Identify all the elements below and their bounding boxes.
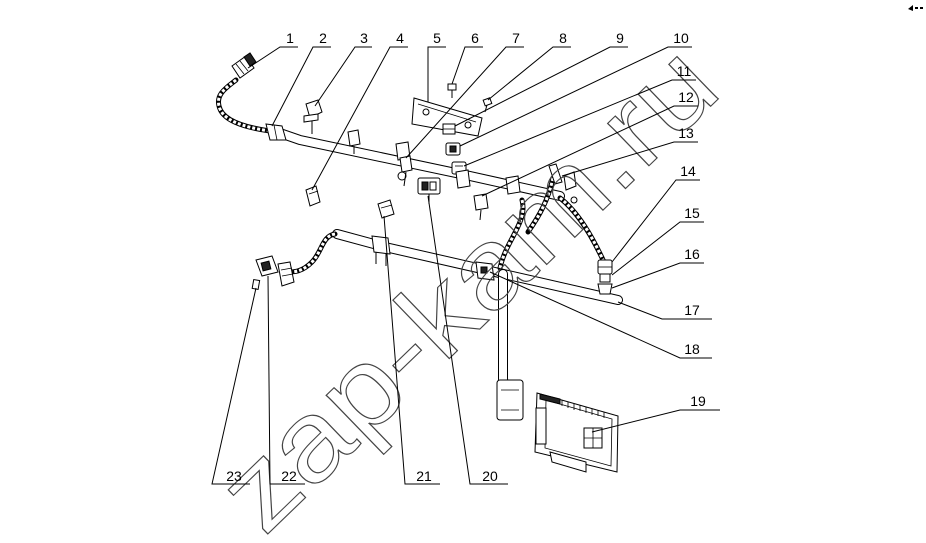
leader-line-10 [459,46,692,147]
part-22-connector [255,255,295,287]
callout-label-9: 9 [616,30,624,46]
callout-label-15: 15 [684,205,700,221]
part-4-connector [305,185,321,207]
callout-label-11: 11 [677,63,692,79]
sensor-cable-right [557,195,607,265]
leader-line-2 [271,46,331,127]
leader-line-16 [611,262,704,289]
part-1-connector [231,52,257,79]
harness-end-connector [496,379,524,421]
branch-cable-center [497,175,556,271]
leader-line-1 [247,46,298,69]
callout-label-16: 16 [684,246,700,262]
leader-line-14 [611,179,700,263]
callout-label-6: 6 [471,30,479,46]
part-13-sensor [548,163,578,204]
leader-line-17 [617,301,712,320]
part-18-bracket [475,261,495,281]
callout-label-18: 18 [684,341,700,357]
part-14-15-16-connector [597,259,613,295]
part-21-sensor [377,199,395,219]
leader-line-20 [427,195,508,485]
leader-line-4 [311,46,408,191]
leader-line-11 [463,79,696,167]
callout-label-12: 12 [678,89,694,105]
leader-line-5 [427,46,446,102]
leader-line-3 [314,46,372,107]
part-12-clip [473,193,489,221]
callout-label-19: 19 [690,393,706,409]
callout-label-7: 7 [512,30,520,46]
part-6-screw [447,83,457,98]
part-7-clip [399,155,413,187]
part-23-pin [251,278,261,291]
callout-label-20: 20 [482,468,498,484]
callout-labels: 1 2 3 4 5 6 7 8 9 10 11 12 13 14 15 16 1… [226,30,706,484]
callout-label-8: 8 [559,30,567,46]
callout-label-10: 10 [673,30,689,46]
callout-label-21: 21 [416,468,432,484]
callout-label-2: 2 [319,30,327,46]
part-2-grommet [265,123,287,141]
leader-line-9 [454,46,628,127]
part-9-connector [442,123,456,135]
leader-line-23 [211,287,257,485]
leader-line-12 [481,105,698,197]
leader-lines [211,46,720,485]
leader-line-19 [591,409,720,433]
callout-label-5: 5 [433,30,441,46]
callout-label-13: 13 [678,125,694,141]
upper-tube-clips [455,169,521,195]
part-10-connector [445,142,461,156]
callout-label-4: 4 [396,30,404,46]
part-20-connector [417,177,441,204]
leader-line-18 [489,271,712,359]
corner-mark-icon [908,5,923,11]
callout-label-23: 23 [226,468,242,484]
part-19-ecu [534,392,619,473]
leader-line-21 [383,215,440,485]
leader-line-22 [267,275,305,485]
leader-line-6 [451,46,483,85]
callout-label-17: 17 [684,302,700,318]
part-3-bracket [303,99,323,134]
part-5-mounting-plate [411,97,483,137]
sensor-cable-left-bottom [285,231,338,275]
part-8-screw [482,97,493,113]
callout-label-14: 14 [680,163,696,179]
leader-line-13 [561,141,698,177]
callout-label-3: 3 [360,30,368,46]
sensor-cable-left-top [215,77,273,134]
leader-line-7 [405,46,524,159]
leader-line-8 [487,46,571,101]
callout-label-22: 22 [281,468,297,484]
callout-label-1: 1 [286,30,294,46]
tube-clip [347,129,411,181]
leader-line-15 [611,221,704,276]
